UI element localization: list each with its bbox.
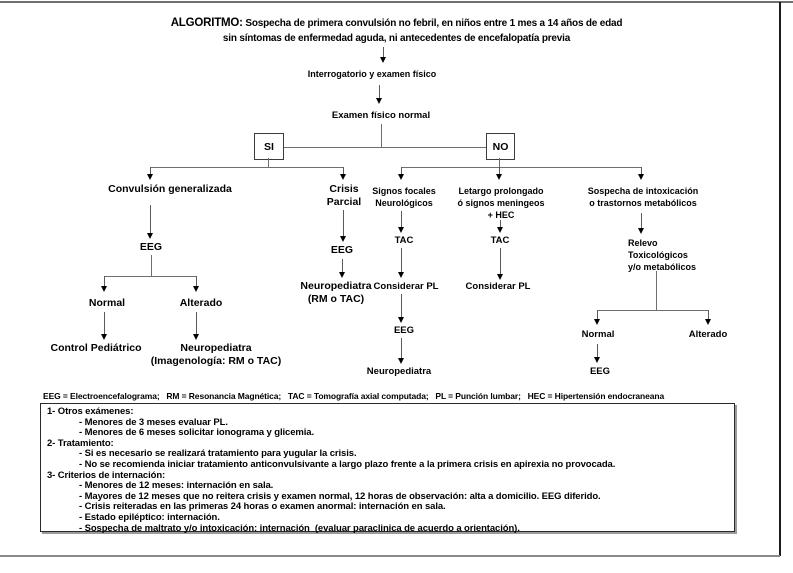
node-interrogatorio: Interrogatorio y examen físico [307, 69, 437, 79]
node-considerar-pl-1: Considerar PL [373, 281, 439, 292]
node-eeg-crisis: EEG [330, 244, 354, 256]
arrow-normal-to-control [101, 312, 107, 340]
arrow-crisis-to-eeg [340, 210, 346, 242]
abbreviations-legend: EEG = Electroencefalograma; RM = Resonan… [43, 391, 665, 401]
note-item: - Crisis reiteradas en las primeras 24 h… [79, 501, 446, 513]
note-item: - Estado epiléptico: internación. [79, 511, 220, 523]
note-heading: 2- Tratamiento: [47, 437, 114, 449]
arrow-normal-der-to-eeg [594, 344, 600, 363]
node-eeg-der: EEG [589, 366, 611, 377]
arrow-to-alterado-izq [193, 276, 199, 292]
node-tac-letargo: TAC [490, 235, 510, 246]
arrow-to-convulsion [147, 167, 153, 180]
arrow-tac-to-considerar-pl-1 [398, 248, 404, 278]
notes-box: 1- Otros exámenes: - Menores de 3 meses … [40, 403, 735, 535]
connector-relevo-split [597, 310, 708, 311]
node-signos-focales: Signos focales Neurológicos [372, 186, 436, 209]
node-convulsion-generalizada: Convulsión generalizada [108, 183, 232, 195]
arrow-to-normal-izq [101, 276, 107, 292]
node-considerar-pl-2: Considerar PL [465, 281, 531, 292]
arrow-to-normal-der [594, 310, 600, 325]
node-eeg-izq: EEG [139, 241, 163, 253]
note-item: - Menores de 3 meses evaluar PL. [79, 416, 228, 428]
decision-box-si-label: SI [264, 140, 274, 153]
arrow-to-alterado-der [705, 310, 711, 325]
node-sospecha-intoxicacion: Sospecha de intoxicación o trastornos me… [587, 186, 699, 209]
node-crisis-parcial: Crisis Parcial [326, 183, 362, 208]
node-eeg-signos: EEG [393, 325, 415, 336]
note-heading: 3- Criterios de internación: [47, 469, 166, 481]
note-item: - Menores de 12 meses: internación en sa… [79, 480, 274, 492]
decision-box-no-label: NO [492, 140, 509, 153]
arrow-considerar-to-eeg [398, 294, 404, 323]
node-normal-izq: Normal [88, 297, 126, 309]
arrow-to-sospecha [638, 167, 644, 180]
node-tac-signos: TAC [394, 235, 414, 246]
node-control-pediatrico: Control Pediátrico [50, 342, 142, 354]
page-title-prefix: ALGORITMO: [170, 17, 243, 29]
node-alterado-der: Alterado [688, 329, 728, 340]
node-normal-der: Normal [581, 329, 615, 340]
node-neuropediatra-signos: Neuropediatra [366, 366, 432, 377]
note-item: - Mayores de 12 meses que no reitera cri… [79, 490, 601, 502]
page-title-text: Sospecha de primera convulsión no febril… [222, 18, 623, 44]
notes-section-criterios-internacion: 3- Criterios de internación: - Menores d… [47, 469, 728, 535]
decision-box-no: NO [486, 133, 515, 160]
arrow-to-signos-focales [398, 167, 404, 180]
node-letargo: Letargo prolongado ó signos meningeos + … [457, 186, 545, 221]
connector-relevo-down [656, 271, 657, 310]
node-examen-fisico-normal: Examen físico normal [331, 110, 431, 121]
note-item: - Menores de 6 meses solicitar ionograma… [79, 427, 315, 439]
arrow-eeg-to-neuropediatra-signos [398, 338, 404, 364]
arrow-alterado-to-neuropediatra [193, 312, 199, 340]
notes-section-tratamiento: 2- Tratamiento: - Si es necesario se rea… [47, 437, 728, 471]
arrow-to-letargo [496, 167, 502, 180]
connector-si-no [282, 147, 486, 148]
arrow-title-to-interrogatorio [380, 47, 386, 63]
connector-eeg-izq-split [104, 276, 196, 277]
arrow-signos-to-tac [398, 211, 404, 233]
frame-top-line [0, 1, 793, 3]
connector-no-down [499, 158, 500, 168]
connector-eeg-izq-down [151, 255, 152, 276]
note-item: - No se recomienda iniciar tratamiento a… [79, 458, 616, 470]
connector-si-branch [150, 167, 343, 168]
arrow-interrogatorio-to-examen [376, 85, 382, 104]
arrow-convulsion-to-eeg [147, 205, 153, 239]
frame-bottom-line [0, 555, 780, 557]
note-heading: 1- Otros exámenes: [47, 406, 134, 417]
connector-no-branch [401, 167, 641, 168]
arrow-letargo-to-tac [497, 220, 503, 233]
connector-si-down [268, 158, 269, 168]
frame-right-line [779, 2, 781, 556]
note-item: - Sospecha de maltrato y/o intoxicación:… [79, 522, 520, 534]
node-neuropediatra-rm-tac: Neuropediatra (RM o TAC) [300, 280, 372, 305]
node-alterado-izq: Alterado [179, 297, 223, 309]
note-item: - Si es necesario se realizará tratamien… [79, 448, 357, 460]
notes-section-otros-examenes: 1- Otros exámenes: - Menores de 3 meses … [47, 406, 728, 439]
arrow-tac-to-considerar-pl-2 [497, 248, 503, 280]
arrow-eeg-to-neuropediatra-rm [339, 259, 345, 278]
connector-examen-down [381, 124, 382, 148]
node-neuropediatra-imagenologia: Neuropediatra (Imagenología: RM o TAC) [150, 342, 282, 367]
page-title: ALGORITMO: Sospecha de primera convulsió… [0, 15, 793, 45]
arrow-to-crisis-parcial [340, 167, 346, 180]
arrow-sospecha-to-relevo [638, 213, 644, 234]
decision-box-si: SI [254, 133, 284, 160]
node-relevo-toxicologicos: Relevo Toxicológicos y/o metabólicos [628, 238, 697, 273]
